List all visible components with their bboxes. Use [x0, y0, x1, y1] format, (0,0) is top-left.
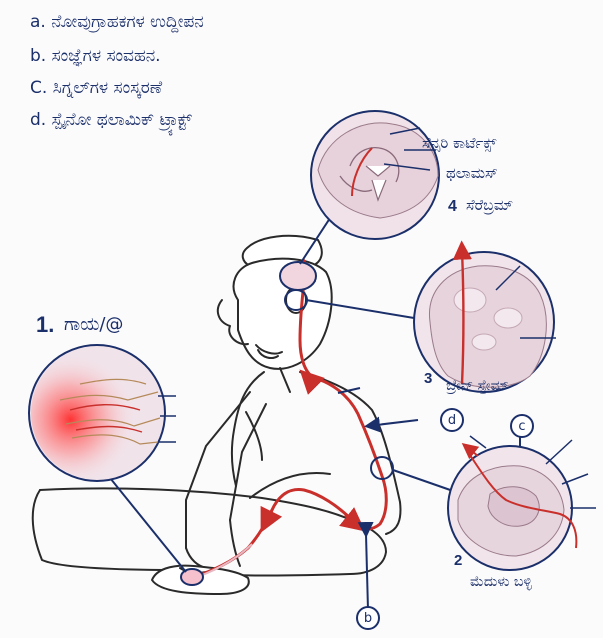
legend-item-d: d. ಸ್ಪೈನೋ ಥಲಾಮಿಕ್ ಟ್ರ್ಯಾಕ್ಟ್	[30, 110, 192, 130]
injury-zoom	[29, 345, 176, 481]
cerebrum-number: 4	[448, 198, 457, 216]
brainstem-label: ಬ್ರೇನ್ ಸ್ಟೇಮ್	[446, 378, 508, 394]
legend-text: ಸ್ಪೈನೋ ಥಲಾಮಿಕ್ ಟ್ರ್ಯಾಕ್ಟ್	[52, 110, 192, 130]
legend-letter: C.	[30, 78, 47, 98]
thalamus-label: ಥಲಾಮಸ್	[446, 164, 498, 182]
spinal-label: ಮೆದುಳು ಬಳ್ಳಿ	[470, 574, 532, 590]
injury-number: 1.	[36, 312, 54, 338]
legend-text: ನೋವುಗ್ರಾಹಕಗಳ ಉದ್ದೀಪನ	[51, 12, 203, 32]
legend-item-b: b. ಸಂಜ್ಞೆಗಳ ಸಂವಹನ.	[30, 46, 161, 66]
legend-letter: b.	[30, 46, 46, 66]
sensory-cortex-label: ಸೆನ್ಸರಿ ಕಾರ್ಟೆಕ್ಸ್	[422, 134, 496, 152]
legend-text: ಸಂಜ್ಞೆಗಳ ಸಂವಹನ.	[52, 46, 161, 66]
tag-b: b	[356, 606, 380, 630]
spinal-cord-zoom	[448, 436, 596, 570]
legend-item-c: C. ಸಿಗ್ನಲ್‌ಗಳ ಸಂಸ್ಕರಣೆ	[30, 78, 162, 98]
tag-d: d	[440, 408, 464, 432]
injury-label: ಗಾಯ/@	[64, 314, 123, 335]
brainstem-zoom	[414, 250, 556, 392]
legend-text: ಸಿಗ್ನಲ್‌ಗಳ ಸಂಸ್ಕರಣೆ	[53, 78, 162, 98]
legend-letter: d.	[30, 110, 46, 130]
spinal-number: 2	[454, 552, 462, 569]
tag-c: c	[510, 414, 534, 438]
brainstem-number: 3	[424, 370, 432, 387]
legend-letter: a.	[30, 12, 46, 32]
cerebrum-label: ಸೆರೆಬ್ರಮ್	[466, 196, 513, 214]
cerebrum-zoom	[311, 111, 439, 239]
legend-item-a: a. ನೋವುಗ್ರಾಹಕಗಳ ಉದ್ದೀಪನ	[30, 12, 204, 32]
